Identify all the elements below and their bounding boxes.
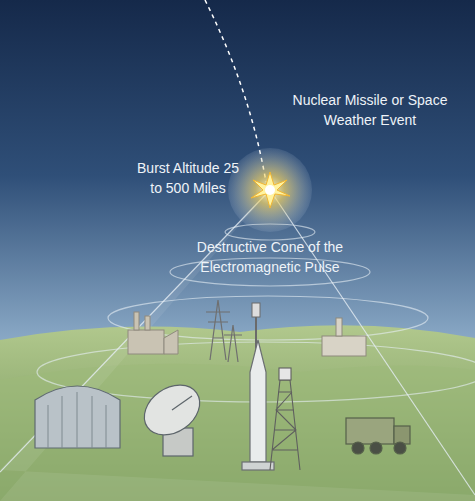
caption-label: Destructive Cone of the Electromagnetic … (181, 237, 359, 277)
caption-label: Nuclear Missile or Space Weather Event (290, 90, 450, 130)
caption-label: Burst Altitude 25 to 500 Miles (132, 158, 244, 198)
